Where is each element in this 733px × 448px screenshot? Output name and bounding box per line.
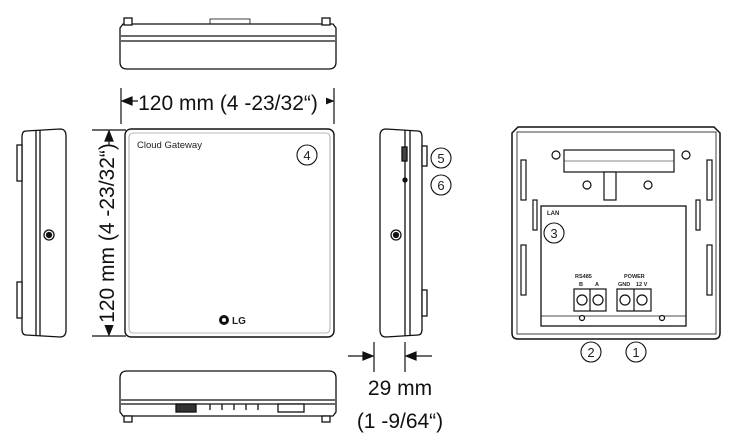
gnd-label: GND [618, 282, 630, 288]
front-view: Cloud Gateway LG [124, 128, 335, 338]
back-view-labels: LAN RS485 B A POWER GND 12 V [547, 211, 648, 288]
right-side-view [379, 128, 428, 338]
bottom-view [119, 370, 337, 423]
callout-6: 6 [430, 174, 452, 196]
svg-text:4: 4 [303, 148, 310, 163]
lan-label: LAN [547, 211, 559, 217]
depth-label-inch: (1 -9/64“) [357, 410, 443, 433]
top-view [119, 17, 337, 70]
device-label: Cloud Gateway [137, 140, 202, 151]
svg-text:6: 6 [437, 178, 444, 193]
callout-2: 2 [580, 341, 602, 363]
callout-4: 4 [296, 144, 318, 166]
back-view [511, 126, 721, 340]
callout-1: 1 [625, 341, 647, 363]
callout-5: 5 [430, 147, 452, 169]
a-label: A [595, 282, 599, 288]
rs485-label: RS485 [575, 274, 592, 280]
b-label: B [579, 282, 583, 288]
depth-dimension [348, 342, 432, 372]
power-label: POWER [624, 274, 645, 280]
callout-3: 3 [543, 222, 565, 244]
brand-logo: LG [232, 316, 246, 327]
svg-text:5: 5 [437, 151, 444, 166]
height-label: 120 mm (4 -23/32“) [96, 143, 119, 323]
width-label: 120 mm (4 -23/32“) [138, 92, 318, 115]
svg-text:2: 2 [587, 345, 594, 360]
12v-label: 12 V [636, 282, 648, 288]
depth-label-mm: 29 mm [368, 377, 432, 400]
svg-text:1: 1 [632, 345, 639, 360]
svg-text:3: 3 [550, 226, 557, 241]
left-side-view [16, 128, 67, 338]
